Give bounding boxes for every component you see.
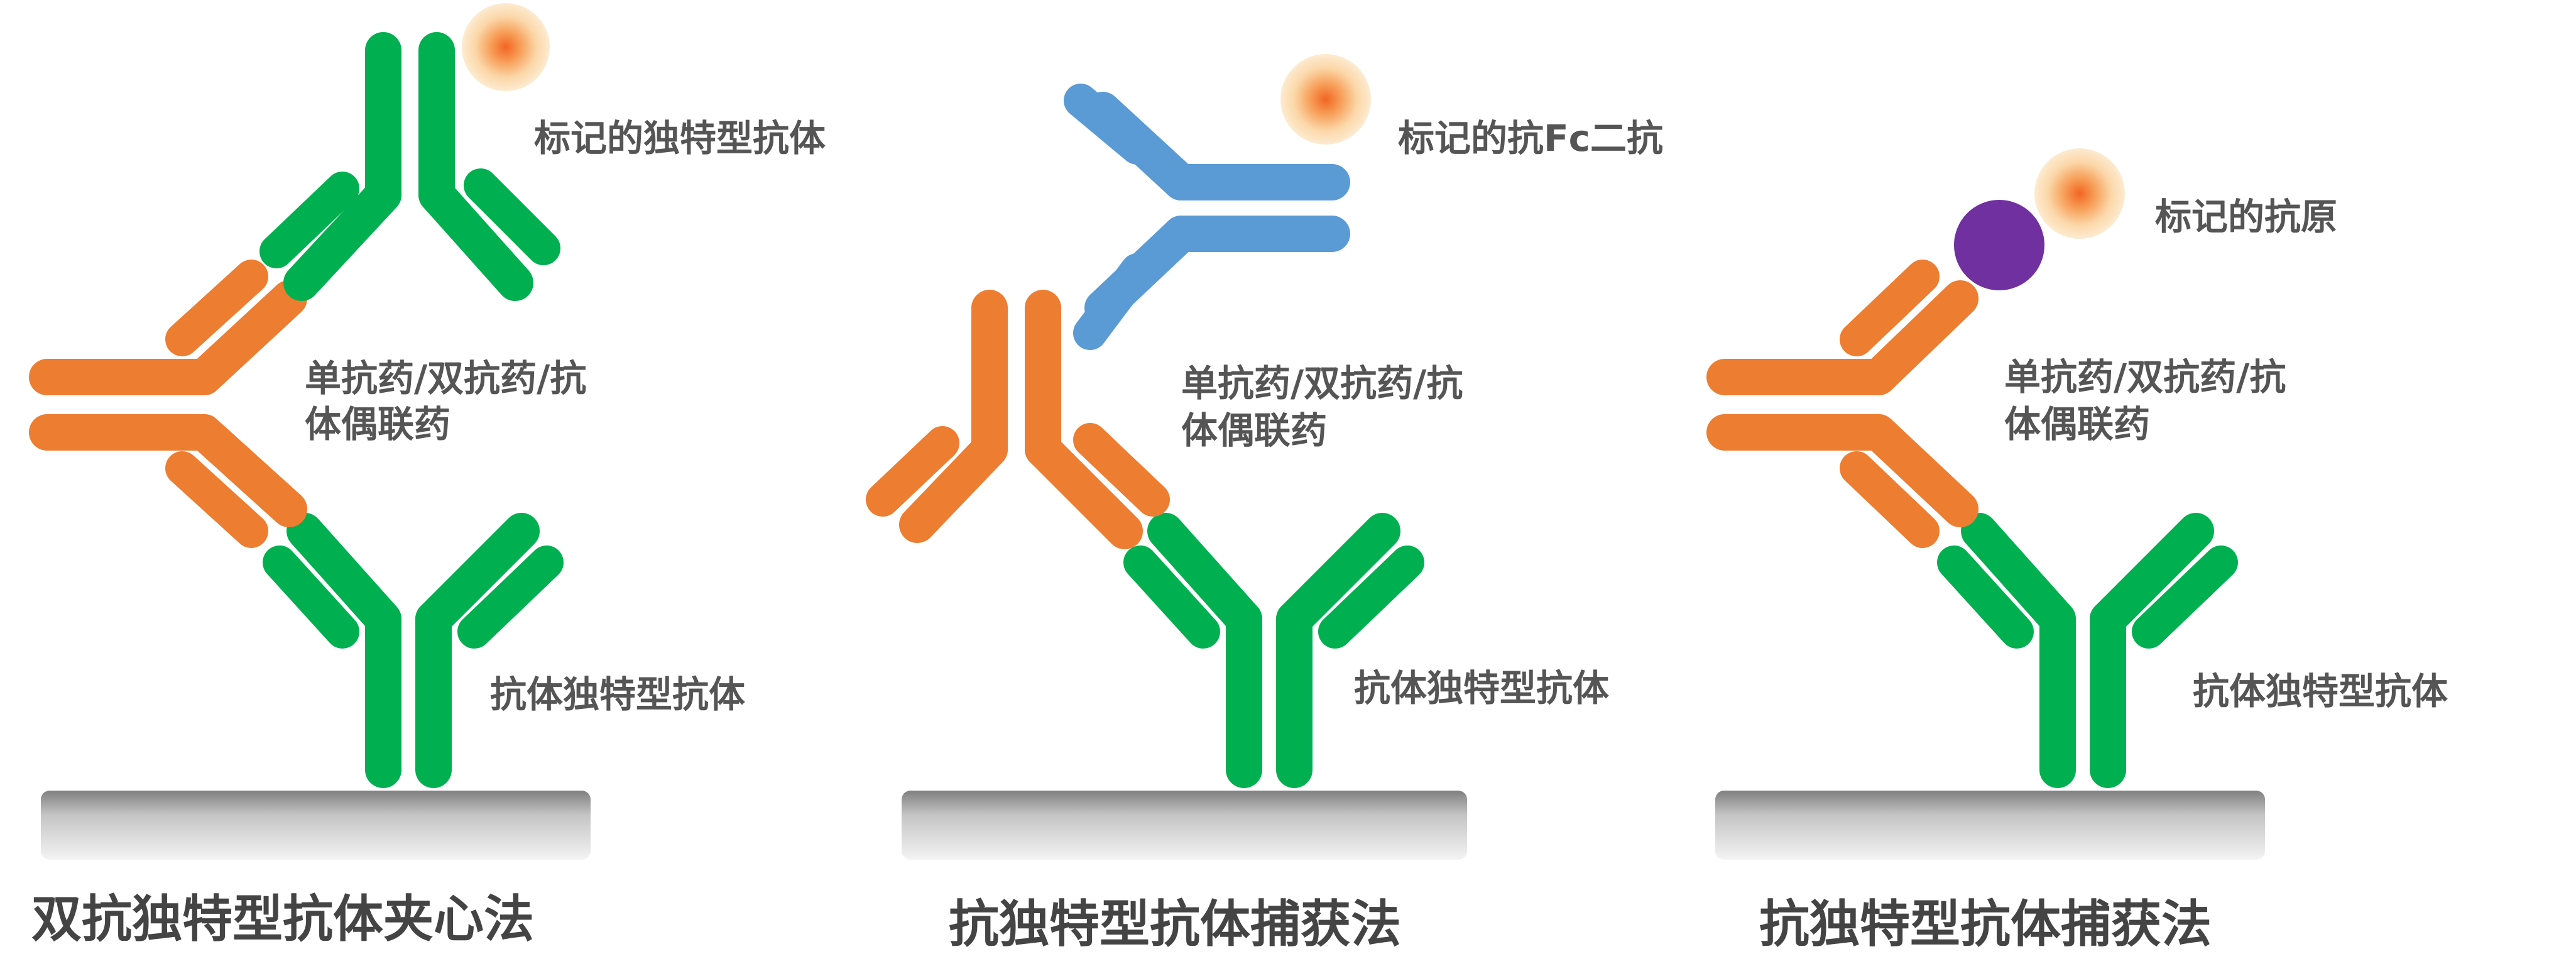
middle-label-line2: 体偶联药 [305, 403, 450, 446]
solid-phase-plate [902, 791, 1467, 860]
solid-phase-plate [1715, 791, 2265, 860]
middle-label-line2: 体偶联药 [2004, 403, 2150, 446]
label-marker-icon [462, 3, 550, 91]
label-marker-icon [2034, 148, 2125, 239]
panel-3: 标记的抗原 单抗药/双抗药/抗 体偶联药 抗体独特型抗体 抗独特型抗体捕获法 [1706, 148, 2448, 953]
capture-antibody-green [1937, 513, 2238, 788]
labeled-anti-fc-antibody [1064, 84, 1350, 350]
antigen-icon [1954, 200, 2044, 290]
labeled-idiotype-antibody [259, 32, 560, 301]
middle-label-line1: 单抗药/双抗药/抗 [2004, 356, 2286, 398]
top-label: 标记的抗原 [2155, 195, 2337, 238]
middle-label-line2: 体偶联药 [1181, 409, 1327, 452]
capture-antibody-green [1123, 513, 1424, 788]
bottom-label: 抗体独特型抗体 [2193, 670, 2448, 713]
panel-1: 标记的独特型抗体 单抗药/双抗药/抗 体偶联药 抗体独特型抗体 双抗独特型抗体夹… [29, 3, 826, 948]
solid-phase-plate [41, 791, 591, 860]
panel-caption: 抗独特型抗体捕获法 [1759, 895, 2212, 953]
capture-antibody-green [263, 513, 564, 788]
bottom-label: 抗体独特型抗体 [490, 673, 745, 716]
middle-label-line1: 单抗药/双抗药/抗 [1181, 362, 1463, 405]
panel-2: 标记的抗Fc二抗 单抗药/双抗药/抗 体偶联药 抗体独特型抗体 抗独特型抗体捕获… [866, 54, 1663, 953]
drug-antibody-orange [1706, 260, 1978, 548]
middle-label-line1: 单抗药/双抗药/抗 [305, 357, 586, 400]
top-label: 标记的独特型抗体 [534, 117, 826, 160]
panel-caption: 抗独特型抗体捕获法 [949, 895, 1401, 953]
bottom-label: 抗体独特型抗体 [1354, 667, 1609, 710]
drug-antibody-orange [866, 290, 1170, 549]
drug-antibody-orange [29, 260, 307, 548]
top-label: 标记的抗Fc二抗 [1398, 117, 1663, 160]
panel-caption: 双抗独特型抗体夹心法 [31, 890, 534, 948]
label-marker-icon [1280, 54, 1371, 145]
